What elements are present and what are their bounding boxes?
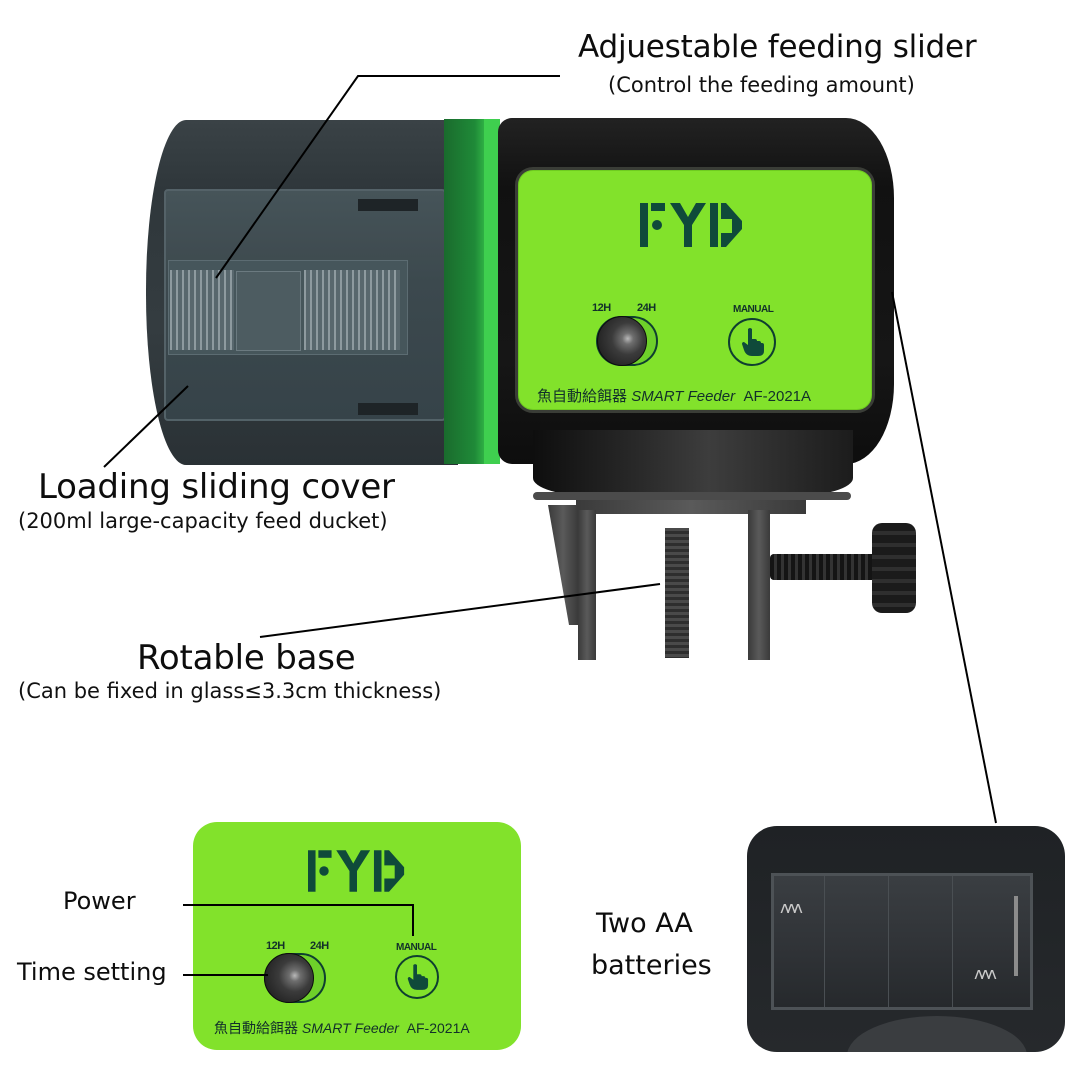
- battery-bay: ʌʌʌ ʌʌʌ: [771, 873, 1033, 1010]
- slider-grip-left: [170, 270, 234, 350]
- bay-divider: [824, 876, 825, 1007]
- toggle-label-12h-closeup: 12H: [266, 940, 285, 952]
- manual-feed-button[interactable]: [728, 318, 776, 366]
- callout-rotable-base-subtitle: (Can be fixed in glass≤3.3cm thickness): [18, 679, 442, 703]
- callout-time-setting: Time setting: [17, 958, 167, 986]
- pointing-hand-icon: [407, 964, 429, 990]
- clamp-knob[interactable]: [872, 523, 916, 613]
- brand-logo: [640, 203, 744, 247]
- brand-chinese-closeup: 魚自動給餌器: [214, 1020, 298, 1036]
- rotable-base-collar: [533, 430, 853, 496]
- clamp-screw: [770, 554, 880, 580]
- battery-spring-icon: ʌʌʌ: [780, 898, 803, 917]
- bay-divider: [952, 876, 953, 1007]
- fyd-logo-icon: [308, 850, 405, 892]
- callout-feeding-slider-title: Adjuestable feeding slider: [578, 29, 977, 65]
- fyd-logo-icon: [640, 203, 742, 247]
- manual-label: MANUAL: [733, 304, 774, 315]
- pointing-hand-icon: [742, 328, 764, 356]
- callout-batteries-line2: batteries: [591, 950, 712, 981]
- clamp-left-leg: [578, 510, 596, 660]
- callout-feeding-slider-subtitle: (Control the feeding amount): [608, 73, 915, 97]
- callout-loading-cover-title: Loading sliding cover: [38, 467, 395, 507]
- battery-compartment-photo: ʌʌʌ ʌʌʌ: [747, 826, 1065, 1052]
- clamp-jaw: [665, 528, 689, 658]
- brand-product: SMART Feeder: [631, 388, 736, 405]
- brand-model: AF-2021A: [743, 388, 812, 405]
- callout-rotable-base-title: Rotable base: [137, 638, 356, 678]
- toggle-label-12h: 12H: [592, 302, 611, 314]
- time-toggle-switch[interactable]: [597, 316, 647, 366]
- toggle-label-24h: 24H: [637, 302, 656, 314]
- brand-chinese: 魚自動給餌器: [537, 388, 628, 405]
- clamp-right-leg: [748, 510, 770, 660]
- callout-power: Power: [63, 887, 136, 915]
- cover-tab-bottom: [358, 403, 418, 415]
- feeding-slider-knob: [236, 271, 301, 351]
- time-toggle-switch-closeup[interactable]: [264, 953, 314, 1003]
- clamp-top-bar: [576, 500, 806, 514]
- control-panel: [515, 167, 875, 413]
- slider-grip-right: [304, 270, 400, 350]
- base-ring: [533, 492, 851, 500]
- brand-model-closeup: AF-2021A: [406, 1020, 470, 1036]
- brand-line-closeup: 魚自動給餌器 SMART Feeder AF-2021A: [214, 1018, 470, 1038]
- brand-line: 魚自動給餌器 SMART Feeder AF-2021A: [537, 385, 811, 406]
- manual-feed-button-closeup[interactable]: [395, 955, 439, 999]
- callout-batteries-line1: Two AA: [596, 908, 693, 939]
- toggle-label-24h-closeup: 24H: [310, 940, 329, 952]
- base-dome: [847, 1016, 1027, 1052]
- clamp-left-fin: [548, 505, 578, 625]
- battery-spring-icon: ʌʌʌ: [974, 964, 997, 983]
- bay-divider: [888, 876, 889, 1007]
- brand-product-closeup: SMART Feeder: [301, 1020, 399, 1036]
- callout-loading-cover-subtitle: (200ml large-capacity feed ducket): [18, 509, 388, 533]
- battery-contact-plate: [1014, 896, 1018, 976]
- cover-tab-top: [358, 199, 418, 211]
- brand-logo-closeup: [308, 850, 406, 892]
- manual-label-closeup: MANUAL: [396, 942, 437, 953]
